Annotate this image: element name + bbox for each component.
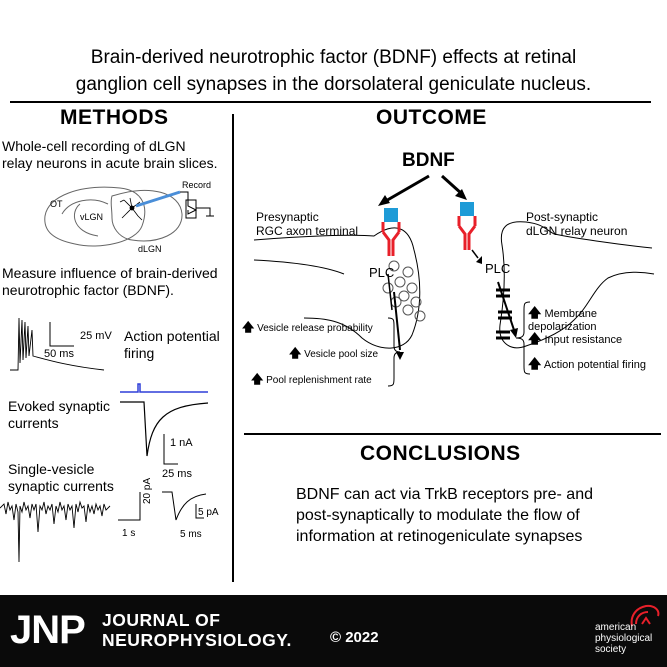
ap-scale-bar <box>49 322 74 347</box>
ap-label-line1: Action potential <box>124 328 220 344</box>
outcome-heading: OUTCOME <box>376 106 487 129</box>
title-line-1: Brain-derived neurotrophic factor (BDNF)… <box>90 47 577 68</box>
plc-postsynaptic: PLC <box>485 261 511 276</box>
evoked-scale-bar <box>163 434 178 465</box>
postsynaptic-trkb-receptor <box>457 202 477 250</box>
slice-label-record: Record <box>182 180 212 190</box>
mini-scale-current: 5 pA <box>198 507 219 518</box>
aps-line3: society <box>595 644 627 655</box>
methods-item1-line1: Whole-cell recording of dLGN <box>2 138 186 154</box>
presynaptic-terminal <box>253 227 421 349</box>
ap-label-line2: firing <box>124 345 155 361</box>
bdnf-arrow-post <box>440 174 464 196</box>
methods-item2-line1: Measure influence of brain-derived <box>2 265 218 281</box>
conclusions-line2: post-synaptically to modulate the flow o… <box>296 507 580 524</box>
methods-item-bdnf: Measure influence of brain-derived neuro… <box>2 265 230 299</box>
evoked-scale-current: 1 nA <box>170 437 193 449</box>
aps-logo-icon <box>630 604 660 627</box>
journal-name: JOURNAL OF NEUROPHYSIOLOGY. <box>102 610 292 650</box>
title-line-2: ganglion cell synapses in the dorsolater… <box>75 74 592 95</box>
bdnf-label: BDNF <box>402 150 455 171</box>
single-vesicle-line1: Single-vesicle <box>8 461 95 477</box>
action-potential-trace <box>10 317 105 371</box>
figure-title: Brain-derived neurotrophic factor (BDNF)… <box>0 44 667 98</box>
evoked-label: Evoked synaptic currents <box>8 398 110 432</box>
single-vesicle-line2: synaptic currents <box>8 478 114 494</box>
ap-scale-time: 50 ms <box>44 348 74 360</box>
methods-item1-line2: relay neurons in acute brain slices. <box>2 155 218 171</box>
pre-effects-bracket <box>387 317 401 387</box>
post-effect-input-resistance: 🡅 Input resistance <box>528 331 623 346</box>
conclusions-line1: BDNF can act via TrkB receptors pre- and <box>296 486 593 503</box>
epsc-trace <box>120 401 209 457</box>
up-arrow-icon: 🡅 <box>528 305 542 320</box>
methods-item2-line2: neurotrophic factor (BDNF). <box>2 282 174 298</box>
presynaptic-label-line1: Presynaptic <box>256 210 319 224</box>
up-arrow-icon: 🡅 <box>251 372 264 386</box>
neuron-icon <box>119 197 143 221</box>
aps-logo-text: american physiological society <box>595 622 652 655</box>
mini-scale-time: 5 ms <box>180 529 202 540</box>
pre-effect-release-prob: 🡅 Vesicle release probability <box>242 320 373 334</box>
evoked-current-trace <box>120 383 209 457</box>
postsynaptic-label-line1: Post-synaptic <box>526 210 599 224</box>
pre-effect-replenishment: 🡅 Pool replenishment rate <box>251 372 372 386</box>
brain-slice-schematic <box>44 186 214 247</box>
title-divider <box>10 101 651 103</box>
aps-line1: american <box>595 622 637 633</box>
postsynaptic-neuron <box>499 221 655 349</box>
column-divider <box>232 114 234 582</box>
conclusions-text: BDNF can act via TrkB receptors pre- and… <box>296 484 593 547</box>
single-vesicle-trace <box>0 500 111 563</box>
plc-presynaptic: PLC <box>369 265 395 280</box>
jnp-logo: JNP <box>10 608 86 652</box>
up-arrow-icon: 🡅 <box>528 331 542 346</box>
evoked-scale-time: 25 ms <box>162 468 192 480</box>
conclusions-line3: information at retinogeniculate synapses <box>296 528 583 545</box>
pre-effect-pool-size: 🡅 Vesicle pool size <box>289 346 379 360</box>
conclusions-heading: CONCLUSIONS <box>360 442 521 465</box>
copyright: © 2022 <box>330 629 379 646</box>
presynaptic-label-line2: RGC axon terminal <box>256 224 359 238</box>
pre-plc-arrow <box>393 291 401 351</box>
methods-item-recording: Whole-cell recording of dLGN relay neuro… <box>2 138 230 172</box>
journal-name-line2: NEUROPHYSIOLOGY. <box>102 630 292 650</box>
presynaptic-trkb-receptor <box>381 208 401 256</box>
up-arrow-icon: 🡅 <box>242 320 255 334</box>
ap-scale-voltage: 25 mV <box>80 330 112 342</box>
outcome-divider <box>244 433 661 435</box>
up-arrow-icon: 🡅 <box>289 346 302 360</box>
single-scale-current: 20 pA <box>142 477 153 504</box>
post-effect-ap-firing: 🡅 Action potential firing <box>528 356 646 371</box>
slice-label-vlgn: vLGN <box>80 212 104 222</box>
evoked-label-line1: Evoked synaptic <box>8 398 110 414</box>
journal-name-line1: JOURNAL OF <box>102 610 221 630</box>
ap-label: Action potential firing <box>124 328 220 362</box>
bdnf-arrow-pre <box>383 174 430 204</box>
post-effects-bracket <box>515 301 531 375</box>
mini-epsc-trace <box>162 491 207 521</box>
slice-label-dlgn: dLGN <box>138 244 162 254</box>
postsynaptic-label: Post-synaptic dLGN relay neuron <box>526 210 627 238</box>
aps-line2: physiological <box>595 633 653 644</box>
evoked-label-line2: currents <box>8 415 59 431</box>
slice-label-ot: OT <box>50 199 63 209</box>
post-effect-depolarization: 🡅 Membrane depolarization <box>528 305 598 333</box>
journal-footer <box>0 595 667 667</box>
methods-heading: METHODS <box>60 106 169 129</box>
single-scale-time: 1 s <box>122 528 136 539</box>
synapse-diagram <box>253 174 655 360</box>
synaptic-vesicles <box>382 260 426 322</box>
presynaptic-label: Presynaptic RGC axon terminal <box>256 210 358 238</box>
post-plc-arrow <box>497 281 515 331</box>
single-vesicle-scale-bar <box>118 492 141 521</box>
up-arrow-icon: 🡅 <box>528 356 542 371</box>
single-vesicle-label: Single-vesicle synaptic currents <box>8 461 114 495</box>
postsynaptic-label-line2: dLGN relay neuron <box>526 224 628 238</box>
stimulus-trace <box>120 383 208 393</box>
